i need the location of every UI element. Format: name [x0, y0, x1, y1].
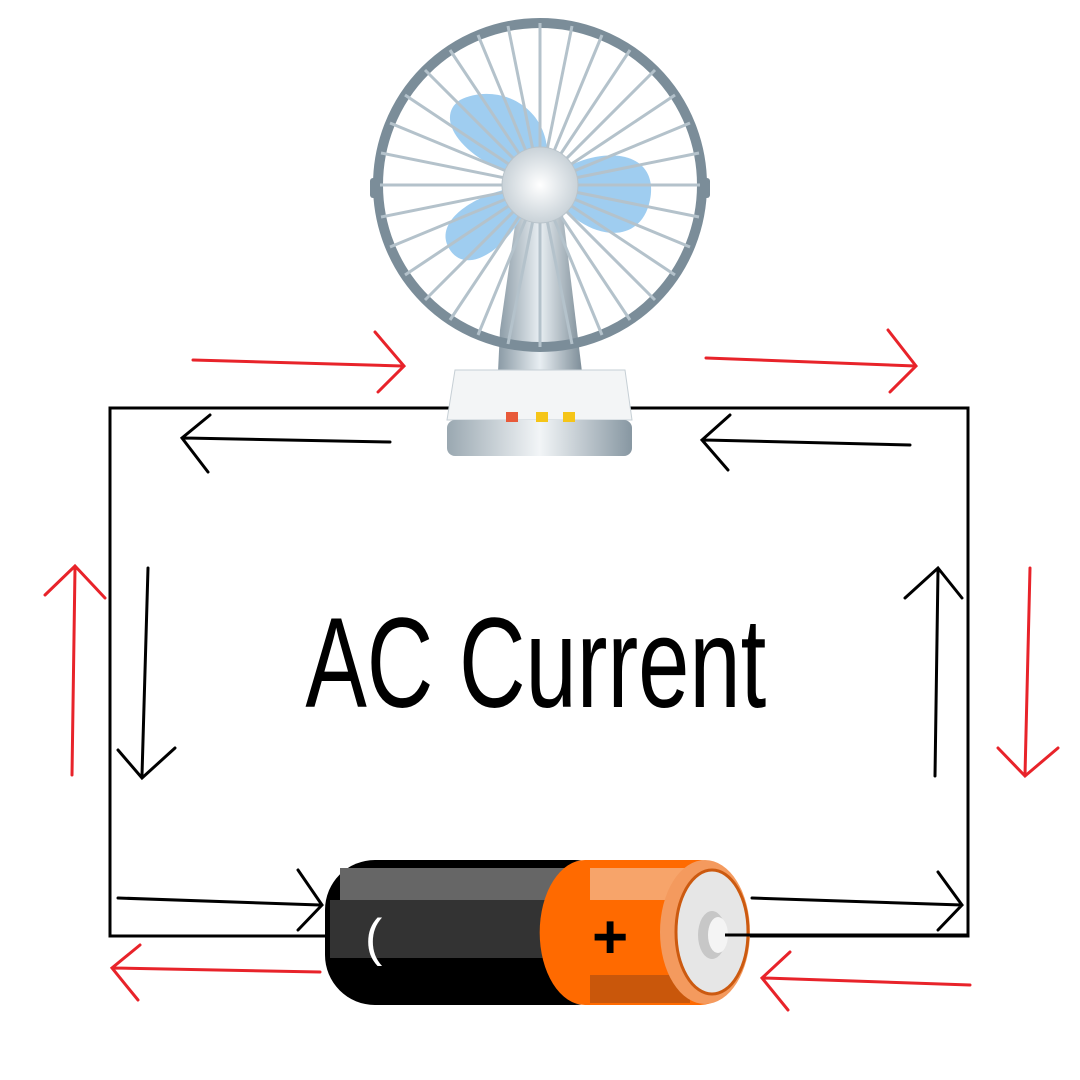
- battery-icon: ( +: [325, 860, 968, 1005]
- red-current-arrows: [43, 328, 1060, 1012]
- negative-terminal-label: (: [365, 909, 383, 967]
- black-current-arrows: [116, 413, 964, 932]
- diagram-title: AC Current: [305, 592, 767, 735]
- positive-terminal-label: +: [592, 903, 628, 972]
- fan-icon: [370, 18, 710, 456]
